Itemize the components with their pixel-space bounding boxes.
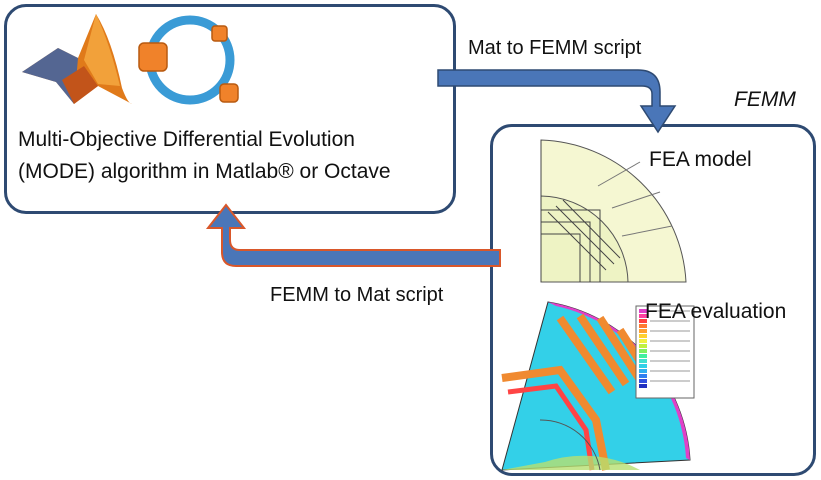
femm-title: FEMM [734, 88, 796, 111]
mode-description-line1: Multi-Objective Differential Evolution [18, 128, 355, 151]
fea-evaluation-figure [501, 301, 691, 471]
femm-to-mat-label: FEMM to Mat script [270, 284, 444, 306]
mat-to-femm-label: Mat to FEMM script [468, 37, 642, 59]
fea-model-figure [540, 139, 687, 283]
mode-algorithm-box [4, 4, 456, 214]
fea-evaluation-label: FEA evaluation [645, 300, 787, 323]
fea-model-label: FEA model [649, 148, 752, 171]
mat-to-femm-arrow [437, 69, 677, 134]
femm-to-mat-arrow [205, 203, 501, 267]
matlab-logo-icon [22, 14, 132, 104]
mode-description-line2: (MODE) algorithm in Matlab® or Octave [18, 160, 391, 183]
fea-color-legend [635, 305, 695, 399]
octave-logo-icon [138, 15, 239, 105]
